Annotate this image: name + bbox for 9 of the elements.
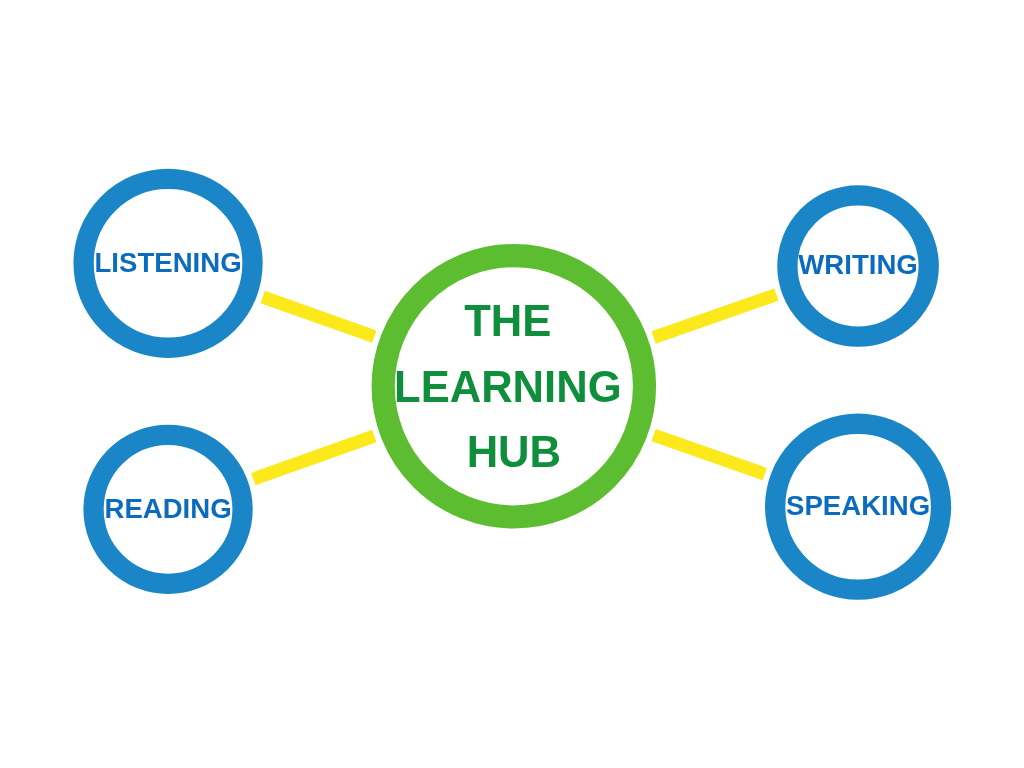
connector-line — [651, 288, 779, 344]
circle-node: READING — [83, 424, 253, 594]
circle-node: SPEAKING — [764, 413, 951, 600]
connector-line — [651, 428, 767, 480]
connector-line — [250, 429, 377, 485]
circle-node: LISTENING — [73, 168, 263, 358]
circle-node: WRITING — [776, 184, 939, 347]
connector-line — [260, 290, 377, 343]
circle-node: THE LEARNING HUB — [371, 243, 656, 529]
